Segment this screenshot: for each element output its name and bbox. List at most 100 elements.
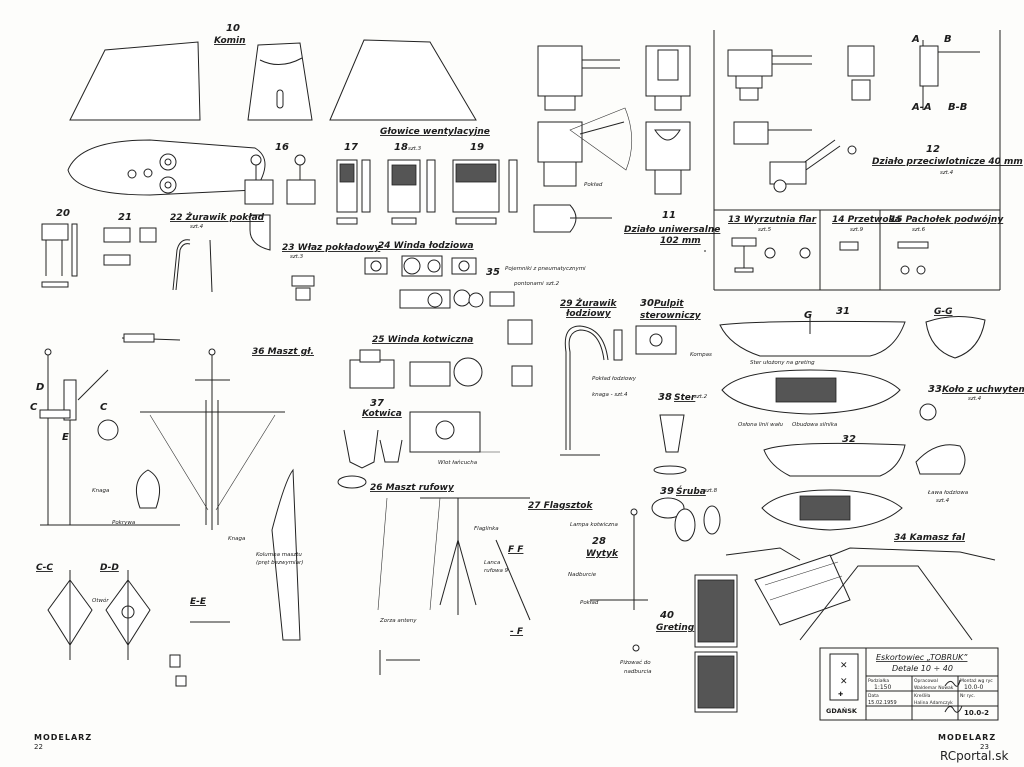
aft-mast-flagstaff-propeller-grating: [377, 497, 973, 713]
label-wlaz-szt: szt.3: [290, 254, 304, 260]
svg-text:✚: ✚: [838, 691, 843, 698]
label-sruba-szt: szt.8: [704, 488, 718, 494]
footer-left: MODELARZ: [34, 733, 92, 742]
tb-v-podzialka: 1:150: [874, 684, 891, 691]
label-32: 32: [842, 434, 856, 445]
label-zorza: Zorza anteny: [379, 618, 417, 624]
label-38: 38: [658, 392, 672, 403]
tb-title1: Eskortowiec „TOBRUK”: [876, 653, 968, 662]
label-pacholek: 15 Pachołek podwójny: [890, 214, 1004, 225]
page-right: 23: [980, 743, 989, 751]
label-dzialo-uniw-cal: 102 mm: [660, 236, 701, 246]
boat-winch-24: [364, 255, 515, 309]
label-wyrzutnia: 13 Wyrzutnia flar: [728, 215, 817, 225]
label-nadburcia: nadburcia: [624, 669, 652, 675]
label-kolumna-2: (pręt bezwymiar): [256, 560, 303, 566]
label-poklad-11: Pokład: [584, 182, 603, 188]
label-11: 11: [662, 210, 676, 221]
label-18: 18: [394, 142, 408, 153]
panel-borders: [704, 30, 1001, 291]
label-naddburcie: Nadburcie: [568, 572, 597, 578]
label-pulpit: Pulpit: [654, 299, 684, 309]
tb-v-kreslila: Halina Adamczyk: [914, 700, 953, 706]
label-przetwoka: 14 Przetwoka: [832, 215, 901, 225]
label-winda-kotwiczna: 25 Winda kotwiczna: [372, 335, 473, 345]
label-c-2: C: [100, 402, 108, 413]
label-knaga: Knaga: [92, 488, 110, 494]
label-ee: E-E: [190, 597, 207, 607]
label-16: 16: [275, 142, 289, 153]
label-lawa-szt: szt.4: [936, 498, 950, 504]
label-flaglinka: Flaglinka: [474, 526, 499, 532]
label-cc: C-C: [36, 563, 53, 573]
label-sruba: Śruba: [676, 485, 706, 497]
label-zurawik-num: 29 Żurawik: [560, 298, 618, 309]
tb-v-opracowal: Waldemar Nowak: [914, 685, 954, 691]
label-ster-ulozony: Ster ułożony na greting: [750, 360, 815, 366]
label-wlaz: 23 Właz pokładowy: [282, 243, 381, 253]
label-dzialo-uniw: Działo uniwersalne: [624, 225, 720, 235]
tb-h-nrryc: Nr ryc.: [960, 693, 975, 699]
label-20: 20: [56, 208, 70, 219]
label-zurawik: łodziowy: [565, 309, 612, 319]
label-sec-bb: B-B: [948, 102, 967, 113]
label-gg: G-G: [934, 307, 953, 317]
tb-h-montaz: Montaż wg ryc: [960, 678, 993, 684]
label-kompas: Kompas: [690, 352, 712, 358]
page-left: 22: [34, 743, 43, 751]
label-wyrzutnia-szt: szt.5: [758, 227, 772, 233]
footer: MODELARZ 22 MODELARZ 23 RCportal.sk: [34, 733, 1008, 763]
label-40: 40: [659, 610, 674, 621]
label-31: 31: [836, 306, 850, 317]
label-21: 21: [118, 212, 132, 223]
label-knaga-szt: knaga - szt.4: [592, 392, 628, 398]
label-glowice: Głowice wentylacyjne: [380, 127, 490, 137]
mast-sections: [47, 570, 230, 687]
label-flagsztok: 27 Flagsztok: [528, 501, 593, 511]
funnel-drawings: [67, 39, 477, 196]
label-kolumna: Kolumna masztu: [256, 552, 302, 558]
svg-text:✕: ✕: [840, 677, 848, 687]
gdansk-crest: ✕ ✕ ✚: [829, 653, 859, 701]
anchor-windlass-25: [337, 349, 500, 489]
label-sec-a1: A: [911, 34, 920, 45]
label-17: 17: [344, 142, 358, 153]
label-g: G: [804, 310, 812, 321]
label-lanca: Lanca: [484, 560, 501, 566]
label-ff: F F: [508, 545, 524, 555]
ships-boats-31-32: [719, 316, 996, 561]
vent-heads-16-19: [244, 154, 518, 251]
label-18-szt: szt.3: [408, 146, 422, 152]
flare-fairlead-bollard: [731, 237, 929, 275]
label-poklad-28: Pokład: [580, 600, 599, 606]
label-pojemniki: Pojemniki z pneumatycznymi: [505, 266, 586, 272]
label-poklad-lodziowy: Pokład łodziowy: [592, 376, 637, 382]
label-lampa: Lampa kotwiczna: [570, 522, 619, 528]
label-gdansk: GDAŃSK: [826, 706, 858, 715]
label-pokrywa: Pokrywa: [112, 520, 136, 526]
label-komin-num: 10: [226, 23, 240, 34]
label-pulpit-2: sterowniczy: [640, 311, 702, 321]
gun-102mm-11: [533, 45, 691, 233]
tb-v-data: 15.02.1959: [868, 700, 897, 706]
label-e: E: [62, 432, 69, 443]
label-28: 28: [592, 536, 606, 547]
label-obudowa: Obudowa silnika: [792, 422, 838, 428]
label-dzialo-plot: Działo przeciwlotnicze 40 mm: [872, 157, 1023, 167]
label-12: 12: [926, 144, 940, 155]
label-kotwica: Kotwica: [362, 409, 402, 419]
label-39: 39: [660, 486, 674, 497]
label-maszt-gl: 36 Maszt gł.: [252, 347, 314, 357]
title-block: ✕ ✕ ✚ GDAŃSK Eskortowiec „TOBRUK” Detale…: [819, 647, 999, 721]
tb-v-montaz: 10.0-0: [964, 684, 984, 691]
label-oslona: Osłona linii wału: [738, 422, 784, 428]
label-19: 19: [470, 142, 484, 153]
label-kamasz: 34 Kamasz fal: [894, 533, 966, 543]
drawing-labels: 10 Komin Głowice wentylacyjne 16 17 18 s…: [30, 23, 1024, 675]
watermark: RCportal.sk: [940, 749, 1008, 763]
tb-h-opracowal: Opracowal: [914, 678, 938, 684]
label-knaga-2: Knaga: [228, 536, 246, 542]
label-pacholek-szt: szt.6: [912, 227, 926, 233]
tb-h-podzialka: Podziałka: [868, 678, 889, 684]
